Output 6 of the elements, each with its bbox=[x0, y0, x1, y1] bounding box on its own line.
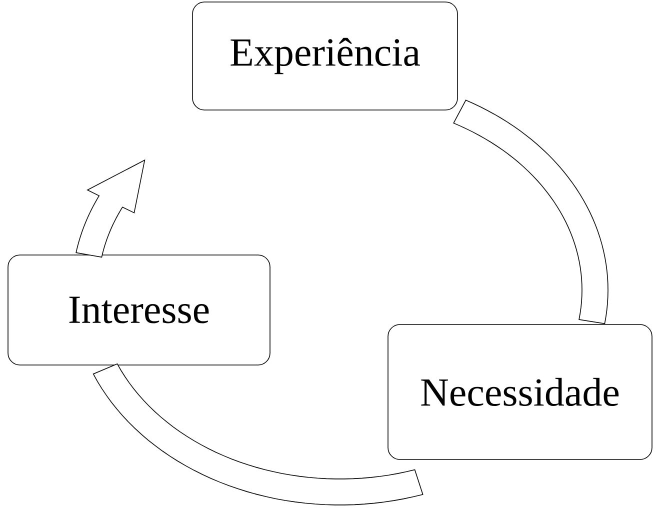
rounded-box: Necessidade bbox=[388, 324, 652, 460]
rounded-box: Interesse bbox=[8, 254, 270, 366]
arrow bbox=[76, 159, 146, 258]
arrow bbox=[453, 100, 608, 324]
rounded-box: Experiência bbox=[192, 2, 458, 110]
arrow bbox=[92, 363, 424, 506]
